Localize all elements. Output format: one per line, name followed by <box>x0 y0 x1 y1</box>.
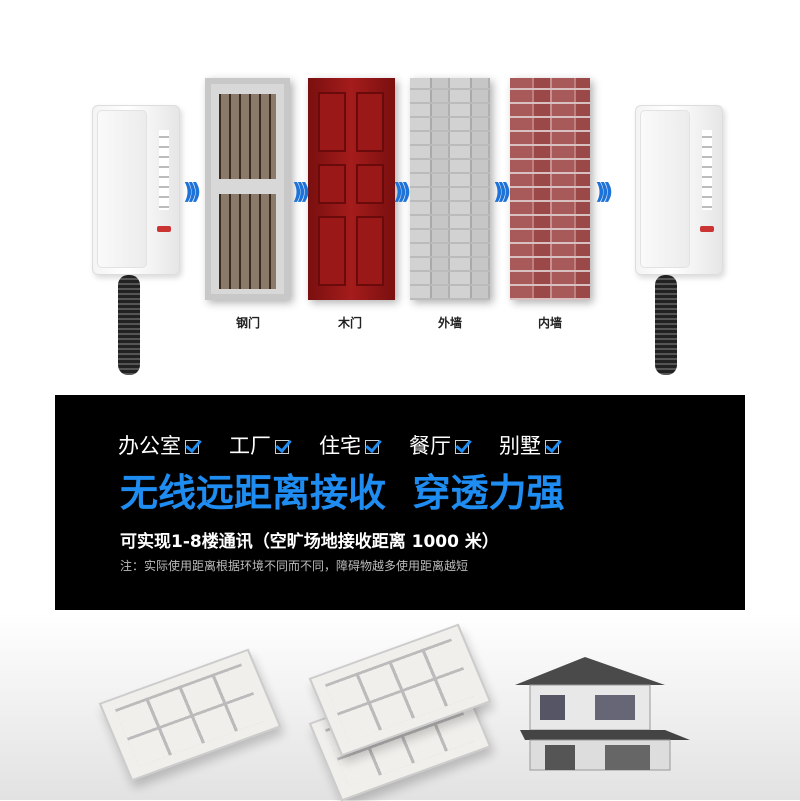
scenario-item: 工厂 <box>229 430 289 460</box>
wifi-signal-icon: ))) <box>183 180 201 205</box>
material-label: 钢门 <box>235 316 260 330</box>
scenario-item: 别墅 <box>499 430 559 460</box>
phone-cord-left <box>118 275 140 375</box>
checkbox-checked-icon <box>455 440 469 454</box>
intercom-phone-left <box>92 105 180 275</box>
intercom-phone-right <box>635 105 723 275</box>
checkbox-checked-icon <box>365 440 379 454</box>
subtitle: 可实现1-8楼通讯（空旷场地接收距离 1000 米） <box>120 532 499 552</box>
scenario-list: 办公室 工厂 住宅 餐厅 别墅 <box>118 430 559 460</box>
wifi-signal-icon: ))) <box>493 180 511 205</box>
checkbox-checked-icon <box>185 440 199 454</box>
material-label: 内墙 <box>537 316 562 330</box>
scenario-item: 办公室 <box>118 430 199 460</box>
checkbox-checked-icon <box>275 440 289 454</box>
scenario-item: 餐厅 <box>409 430 469 460</box>
headline: 无线远距离接收 穿透力强 <box>120 471 565 515</box>
outer-wall-image <box>410 78 490 300</box>
wifi-signal-icon: ))) <box>393 180 411 205</box>
wifi-signal-icon: ))) <box>595 180 613 205</box>
checkbox-checked-icon <box>545 440 559 454</box>
feature-banner <box>55 395 745 610</box>
scenario-item: 住宅 <box>319 430 379 460</box>
phone-cord-right <box>655 275 677 375</box>
wifi-signal-icon: ))) <box>292 180 310 205</box>
wood-door-image <box>308 78 395 300</box>
footnote: 注：实际使用距离根据环境不同而不同，障碍物越多使用距离越短 <box>120 559 469 573</box>
steel-door-image <box>205 78 290 300</box>
inner-wall-image <box>510 78 590 300</box>
villa-image <box>515 655 690 775</box>
material-label: 外墙 <box>437 316 462 330</box>
material-label: 木门 <box>337 316 362 330</box>
